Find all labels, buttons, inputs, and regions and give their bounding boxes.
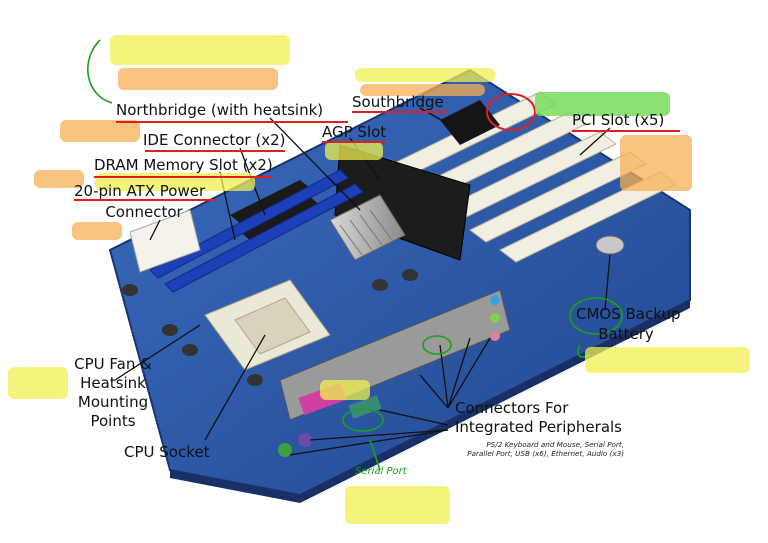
note-northbridge [110,35,290,65]
label-connectors-1: Connectors For [455,399,569,417]
label-atx-power-2: Connector [105,203,183,221]
underline-agp [322,141,386,143]
label-cmos-1: CMOS Backup [576,305,681,323]
label-cpu-fan-2: Heatsink [80,374,146,392]
underline-atx [74,199,216,201]
capacitors [122,269,418,386]
label-serial-port-handwritten: Serial Port [355,466,407,477]
cpu-socket [204,279,331,371]
note-cmos [585,347,750,373]
southbridge-chip [440,100,500,145]
note-agp [325,142,383,160]
cmos-battery [595,235,625,255]
ide-connectors [230,180,320,240]
label-dram-slot: DRAM Memory Slot (x2) [94,156,273,174]
label-cpu-fan-1: CPU Fan & [74,355,152,373]
label-peripherals-1: PS/2 Keyboard and Mouse, Serial Port, [486,440,624,449]
label-ide-connector: IDE Connector (x2) [143,131,286,149]
underline-dram [94,176,272,178]
label-agp-slot: AGP Slot [322,123,387,141]
label-cpu-socket: CPU Socket [124,443,210,461]
label-atx-power-1: 20-pin ATX Power [74,182,206,200]
note-atx [34,170,84,188]
label-southbridge: Southbridge [352,93,444,111]
note-southbridge-2 [360,84,485,96]
underline-ide [145,150,285,152]
label-cmos-2: Battery [598,325,654,343]
note-io [320,380,370,400]
atx-power-connector [129,209,201,273]
label-northbridge: Northbridge (with heatsink) [116,101,324,119]
note-serial [345,486,450,524]
dram-slots [149,169,364,293]
underline-pci [572,130,680,132]
label-cpu-fan-3: Mounting [77,393,149,411]
label-peripherals-2: Parallel Port, USB (x6), Ethernet, Audio… [467,449,624,458]
agp-slot [334,144,471,261]
underline-northbridge [116,121,348,123]
note-cpu-fan [8,367,68,399]
label-pci-slot: PCI Slot (x5) [572,111,665,129]
note-northbridge-2 [118,68,278,90]
note-pci [620,135,692,191]
note-front-panel [535,92,670,116]
label-connectors-2: Integrated Peripherals [455,418,622,436]
note-atx-2 [72,222,122,240]
northbridge-heatsink [329,194,406,261]
note-ide [60,120,140,142]
underline-southbridge [352,111,448,113]
label-cpu-fan-4: Points [90,412,136,430]
note-southbridge [355,68,495,82]
